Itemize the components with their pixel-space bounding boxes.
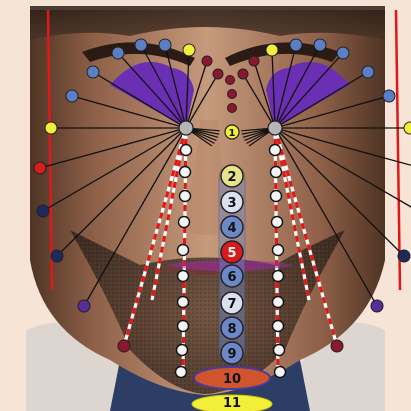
chain-marker: [180, 191, 191, 202]
acupoint-marker: [362, 66, 374, 78]
acupoint-marker: [337, 47, 349, 59]
chain-marker: [176, 367, 187, 378]
center-point-label: 10: [223, 372, 241, 387]
acupoint-marker: [371, 300, 383, 312]
chain-marker: [178, 271, 189, 282]
chain-marker: [178, 245, 189, 256]
chain-marker: [270, 145, 281, 156]
acupoint-marker: [383, 90, 395, 102]
chain-marker: [178, 297, 189, 308]
center-point-label: 8: [227, 322, 236, 337]
acupoint-marker: [202, 56, 212, 66]
chain-marker: [273, 321, 284, 332]
chain-marker: [179, 217, 190, 228]
chain-marker: [180, 167, 191, 178]
chain-marker: [181, 145, 192, 156]
acupoint-marker: [51, 250, 63, 262]
acupoint-marker: [249, 56, 259, 66]
eye-hub-marker: [179, 121, 193, 135]
chain-marker: [178, 321, 189, 332]
nose-bridge-marker: [226, 76, 235, 85]
eye-hub-marker: [268, 121, 282, 135]
acupoint-marker: [118, 340, 130, 352]
nose-bridge-marker: [228, 90, 237, 99]
center-point-label: 11: [223, 396, 241, 411]
acupoint-marker: [398, 250, 410, 262]
acupoint-marker: [112, 47, 124, 59]
center-point-label: 1: [229, 128, 236, 139]
acupoint-marker: [135, 39, 147, 51]
acupoint-marker: [213, 69, 223, 79]
acupoint-marker: [266, 44, 278, 56]
acupoint-marker: [78, 300, 90, 312]
center-point-label: 2: [227, 170, 236, 185]
chain-marker: [271, 191, 282, 202]
center-point-label: 9: [227, 347, 236, 362]
center-point-label: 7: [227, 297, 236, 312]
acupoint-marker: [314, 39, 326, 51]
chain-marker: [271, 167, 282, 178]
center-point-label: 3: [227, 196, 236, 211]
center-point-label: 4: [227, 221, 236, 236]
acupoint-marker: [87, 66, 99, 78]
chain-marker: [273, 245, 284, 256]
center-point-label: 6: [227, 270, 236, 285]
chain-marker: [272, 217, 283, 228]
acupoint-marker: [45, 122, 57, 134]
acupoint-marker: [331, 340, 343, 352]
chain-marker: [275, 367, 286, 378]
acupoint-marker: [159, 39, 171, 51]
nose-bridge-marker: [228, 104, 237, 113]
acupoint-marker: [183, 44, 195, 56]
acupoint-marker: [290, 39, 302, 51]
acupoint-marker: [66, 90, 78, 102]
chain-marker: [273, 297, 284, 308]
acupoint-marker: [34, 162, 46, 174]
center-point-label: 5: [227, 246, 236, 261]
acupoint-marker: [37, 205, 49, 217]
chain-marker: [177, 345, 188, 356]
acupoint-marker: [404, 122, 411, 134]
chain-marker: [273, 271, 284, 282]
chain-marker: [274, 345, 285, 356]
acupoint-marker: [238, 69, 248, 79]
